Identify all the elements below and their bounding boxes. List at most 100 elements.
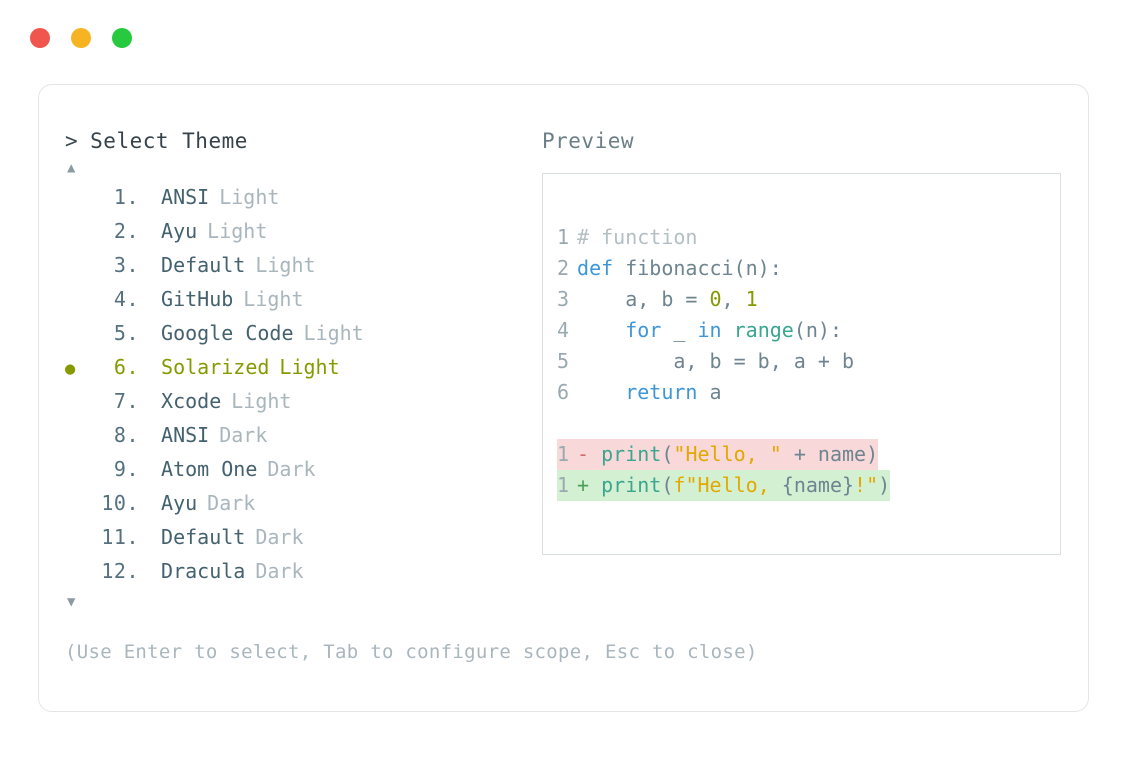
code-line: 6 return a	[557, 377, 1060, 408]
code-token-kw: return	[625, 380, 698, 404]
code-token-plain: a	[697, 380, 722, 404]
diff-preview: 1- print("Hello, " + name)1+ print(f"Hel…	[557, 439, 1060, 501]
code-line: 4 for _ in range(n):	[557, 315, 1060, 346]
theme-item-number: 1.	[113, 185, 139, 209]
code-line: 3 a, b = 0, 1	[557, 284, 1060, 315]
code-token-num: 0	[709, 287, 722, 311]
scroll-down-icon[interactable]: ▼	[67, 594, 76, 610]
theme-item-number-gap	[139, 317, 151, 349]
diff-line-number: 1	[557, 442, 570, 466]
selected-bullet-icon: ●	[65, 421, 91, 453]
code-token-plain: _	[661, 318, 698, 342]
code-token-str: f"Hello,	[673, 473, 782, 497]
code-token-str: !"	[854, 473, 879, 497]
theme-item-name: Xcode	[161, 389, 222, 413]
theme-item-name: ANSI	[161, 423, 210, 447]
theme-item-number: 12.	[101, 559, 139, 583]
code-token-fn: range	[733, 318, 794, 342]
selected-bullet-icon: ●	[65, 285, 91, 317]
theme-item-number-gap	[139, 249, 151, 281]
code-token-plain	[577, 380, 625, 404]
selected-bullet-icon: ●	[65, 183, 91, 215]
code-token-plain: (n):	[793, 318, 842, 342]
theme-item-number-gap	[139, 487, 151, 519]
code-token-kw: in	[697, 318, 722, 342]
diff-marker-add: +	[577, 473, 602, 497]
scroll-up-icon[interactable]: ▲	[67, 160, 76, 176]
code-token-fn: print	[601, 442, 662, 466]
code-token-comment: # function	[577, 225, 698, 249]
minimize-window-dot[interactable]	[71, 28, 91, 48]
theme-item-number-gap	[139, 215, 151, 247]
code-line: 5 a, b = b, a + b	[557, 346, 1060, 377]
theme-item-variant: Light	[219, 185, 280, 209]
theme-item-name: Default	[161, 253, 246, 277]
theme-item-variant: Dark	[267, 457, 316, 481]
theme-item-number-gap	[139, 181, 151, 213]
theme-item-name: Solarized	[161, 355, 270, 379]
theme-item-number-gap	[139, 385, 151, 417]
code-token-plain: )	[878, 473, 891, 497]
theme-item-number-gap	[139, 283, 151, 315]
code-diff-spacer	[557, 408, 1060, 439]
window-traffic-lights	[30, 28, 132, 48]
theme-item-name: Default	[161, 525, 246, 549]
theme-item-number-gap	[139, 419, 151, 451]
code-token-kw: for	[625, 318, 662, 342]
close-window-dot[interactable]	[30, 28, 50, 48]
theme-item-variant: Dark	[219, 423, 268, 447]
code-token-kw: def	[577, 256, 614, 280]
code-token-plain: + name)	[781, 442, 879, 466]
theme-item-name: GitHub	[161, 287, 234, 311]
code-token-plain	[722, 318, 734, 342]
diff-line-del: 1- print("Hello, " + name)	[557, 439, 879, 470]
theme-item-number: 5.	[113, 321, 139, 345]
theme-list-item[interactable]: ● 1. ANSI Light	[65, 181, 535, 215]
selected-bullet-icon: ●	[65, 251, 91, 283]
theme-item-number: 9.	[113, 457, 139, 481]
theme-item-number-gap	[139, 351, 151, 383]
preview-label: Preview	[542, 129, 635, 153]
selected-bullet-icon: ●	[65, 489, 91, 521]
theme-list-item[interactable]: ● 11. Default Dark	[65, 521, 535, 555]
theme-item-variant: Light	[207, 219, 268, 243]
code-line-number: 1	[557, 225, 570, 249]
theme-item-number-gap	[139, 521, 151, 553]
diff-row: 1+ print(f"Hello, {name}!")	[557, 470, 1060, 501]
diff-row: 1- print("Hello, " + name)	[557, 439, 1060, 470]
diff-line-number: 1	[557, 473, 570, 497]
diff-marker-del: -	[577, 442, 602, 466]
theme-item-number: 11.	[101, 525, 139, 549]
theme-item-name: Ayu	[161, 491, 198, 515]
theme-item-variant: Dark	[207, 491, 256, 515]
theme-item-name: Atom One	[161, 457, 258, 481]
selected-bullet-icon: ●	[65, 523, 91, 555]
prompt-caret-icon: >	[65, 129, 79, 153]
theme-item-number: 2.	[113, 219, 139, 243]
code-line-number: 2	[557, 256, 570, 280]
theme-item-name: Dracula	[161, 559, 246, 583]
code-line-number: 6	[557, 380, 570, 404]
theme-item-number: 6.	[113, 355, 139, 379]
code-token-fn: print	[601, 473, 662, 497]
theme-item-variant: Dark	[255, 525, 304, 549]
code-token-plain: (	[661, 442, 674, 466]
code-line-number: 3	[557, 287, 570, 311]
theme-item-name: ANSI	[161, 185, 210, 209]
maximize-window-dot[interactable]	[112, 28, 132, 48]
